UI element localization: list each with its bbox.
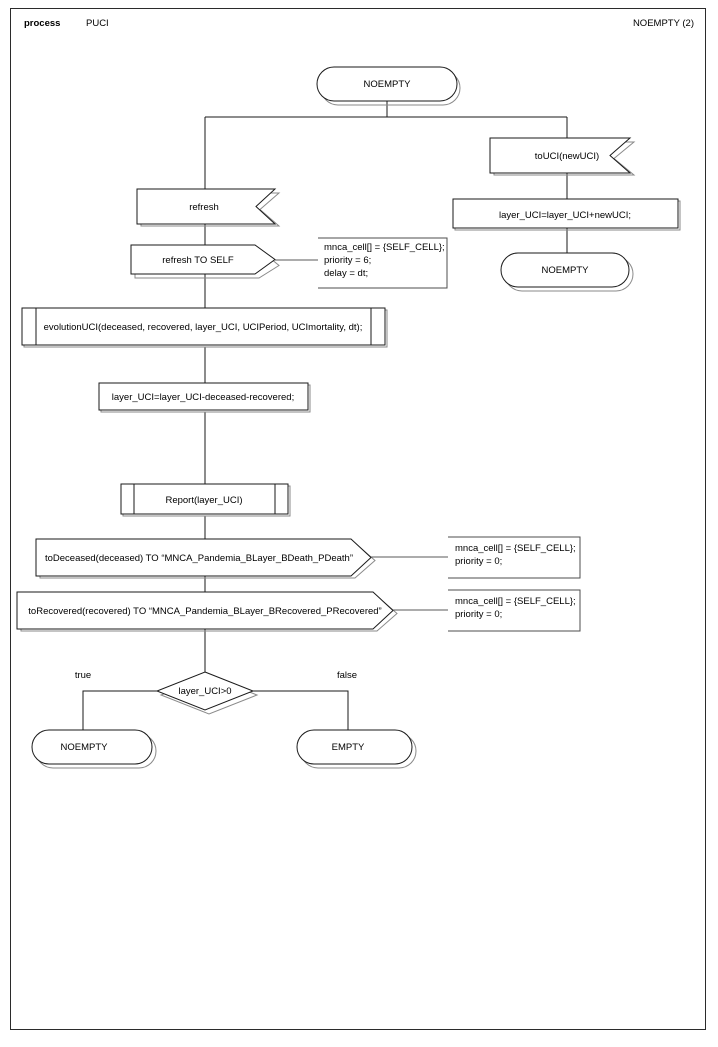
comment-refresh-box	[318, 237, 448, 289]
node-state-start[interactable]: NOEMPTY	[316, 66, 461, 106]
comment-refresh-line-2: delay = dt;	[324, 268, 368, 279]
node-state-noempty-right[interactable]: NOEMPTY	[500, 252, 634, 292]
state-start-label: NOEMPTY	[364, 79, 412, 90]
state-empty-false-shape	[296, 729, 413, 765]
input-refresh-label: refresh	[189, 202, 219, 213]
comment-refresh-line-0: mnca_cell[] = {SELF_CELL};	[324, 242, 445, 253]
comment-deceased-line-1: priority = 0;	[455, 556, 502, 567]
comment-recovered: mnca_cell[] = {SELF_CELL}; priority = 0;	[393, 589, 581, 632]
branch-label-true: true	[75, 670, 91, 681]
output-recovered-label: toRecovered(recovered) TO “MNCA_Pandemia…	[28, 606, 381, 617]
comment-deceased: mnca_cell[] = {SELF_CELL}; priority = 0;	[371, 536, 581, 579]
comment-recovered-line-1: priority = 0;	[455, 609, 502, 620]
comment-refresh-line-1: priority = 6;	[324, 255, 371, 266]
header-process-name: PUCI	[86, 18, 109, 29]
proc-evolution-shape	[21, 307, 386, 346]
input-refresh-shape	[136, 188, 277, 225]
node-proc-evolution[interactable]: evolutionUCI(deceased, recovered, layer_…	[21, 307, 388, 348]
task-layer-add-label: layer_UCI=layer_UCI+newUCI;	[499, 210, 631, 221]
task-layer-sub-shape	[98, 382, 309, 411]
output-refresh-self-shape	[130, 244, 276, 275]
branch-label-false: false	[337, 670, 357, 681]
node-output-refresh-self[interactable]: refresh TO SELF	[130, 244, 280, 279]
node-state-empty-false[interactable]: EMPTY	[296, 729, 417, 769]
task-layer-add-shape	[452, 198, 679, 229]
output-recovered-shape	[16, 591, 394, 630]
node-input-touci[interactable]: toUCI(newUCI)	[489, 137, 636, 176]
node-output-recovered[interactable]: toRecovered(recovered) TO “MNCA_Pandemia…	[16, 591, 398, 632]
node-state-noempty-true[interactable]: NOEMPTY	[31, 729, 157, 769]
flowline-decision-false	[253, 690, 349, 730]
input-touci-shape	[489, 137, 632, 174]
state-noempty-right-shape	[500, 252, 630, 288]
node-task-layer-sub[interactable]: layer_UCI=layer_UCI-deceased-recovered;	[98, 382, 311, 413]
decision-layer-shape	[155, 671, 255, 711]
comment-recovered-box	[448, 589, 581, 632]
output-refresh-self-label: refresh TO SELF	[162, 255, 234, 266]
state-noempty-true-label: NOEMPTY	[61, 742, 109, 753]
comment-recovered-line-0: mnca_cell[] = {SELF_CELL};	[455, 596, 576, 607]
page-border	[10, 8, 706, 1030]
comment-deceased-line-0: mnca_cell[] = {SELF_CELL};	[455, 543, 576, 554]
proc-report-shape	[120, 483, 289, 515]
state-noempty-true-shape	[31, 729, 153, 765]
comment-deceased-box	[448, 536, 581, 579]
state-empty-false-label: EMPTY	[332, 742, 365, 753]
node-task-layer-add[interactable]: layer_UCI=layer_UCI+newUCI;	[452, 198, 681, 231]
output-deceased-label: toDeceased(deceased) TO “MNCA_Pandemia_B…	[45, 553, 353, 564]
flow-connectors	[82, 100, 568, 730]
node-input-refresh[interactable]: refresh	[136, 188, 281, 227]
header-state-page: NOEMPTY (2)	[632, 18, 694, 29]
comment-refresh: mnca_cell[] = {SELF_CELL}; priority = 6;…	[275, 237, 448, 289]
output-deceased-shape	[35, 538, 372, 577]
proc-report-label: Report(layer_UCI)	[165, 495, 242, 506]
flowline-decision-true	[82, 690, 157, 730]
decision-layer-label: layer_UCI>0	[178, 686, 231, 697]
node-decision-layer[interactable]: layer_UCI>0	[155, 671, 259, 715]
node-proc-report[interactable]: Report(layer_UCI)	[120, 483, 291, 517]
input-touci-label: toUCI(newUCI)	[535, 151, 599, 162]
proc-evolution-label: evolutionUCI(deceased, recovered, layer_…	[44, 322, 363, 333]
state-start-shape	[316, 66, 458, 102]
node-output-deceased[interactable]: toDeceased(deceased) TO “MNCA_Pandemia_B…	[35, 538, 376, 579]
header-process-keyword: process	[24, 18, 61, 29]
state-noempty-right-label: NOEMPTY	[542, 265, 590, 276]
task-layer-sub-label: layer_UCI=layer_UCI-deceased-recovered;	[112, 392, 294, 403]
